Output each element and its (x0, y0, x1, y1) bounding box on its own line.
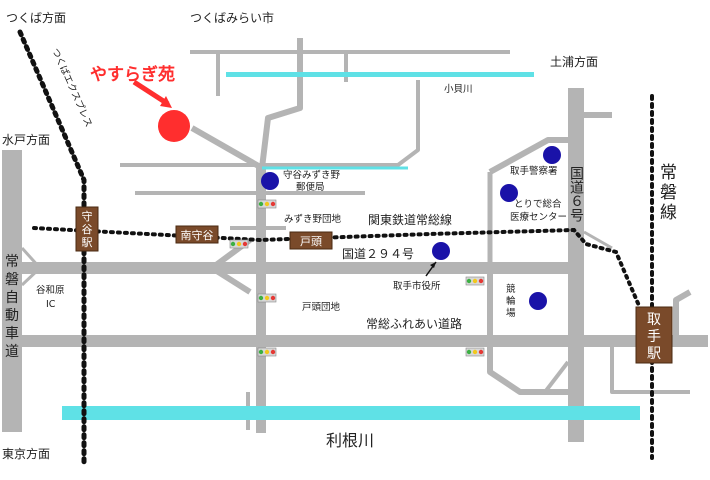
city-hall-pointer-head (430, 262, 436, 268)
landmarks (261, 146, 561, 310)
route6-road (568, 88, 584, 442)
police-label: 取手警察署 (510, 165, 558, 177)
keirinjo-label-3: 場 (506, 307, 516, 319)
traffic-signal-icon (257, 293, 277, 303)
road-network (2, 38, 708, 442)
mizukino-danchi-label: みずき野団地 (284, 213, 342, 225)
route294-road (22, 262, 568, 274)
tone-river-label: 利根川 (326, 431, 374, 450)
destination-label: やすらぎ苑 (90, 64, 175, 85)
tsukuba-express-line (17, 29, 87, 465)
toride-station: 取 手 駅 (635, 306, 673, 364)
expressway-label-2: 磐 (5, 272, 19, 288)
destination-marker (158, 110, 190, 142)
post-office-label-2: 郵便局 (296, 181, 325, 193)
toride-station-label-3: 駅 (647, 346, 661, 362)
kokai-river-label: 小貝川 (444, 84, 473, 95)
traffic-signal-icon (465, 347, 485, 357)
top-vertical-road (259, 38, 303, 169)
expressway-label-1: 常 (5, 254, 19, 270)
east-ne-road (673, 289, 692, 338)
railways (17, 29, 654, 465)
togashira-label: 戸頭 (300, 235, 322, 248)
direction-mito: 水戸方面 (2, 132, 50, 147)
city-hall-marker (432, 242, 450, 260)
destination-arrow-head (160, 96, 172, 108)
traffic-signal-icon (257, 347, 277, 357)
toride-station-label-1: 取 (647, 312, 661, 328)
yawara-ic-label-2: IC (46, 299, 56, 310)
route6-label-1: 国道６号 (568, 166, 584, 222)
moriya-station-label-3: 駅 (82, 236, 93, 249)
togashira-station: 戸頭 (289, 231, 333, 250)
south-diagonal-road (543, 360, 570, 394)
minami-moriya-label: 南守谷 (181, 228, 214, 242)
tsukubamirai-label: つくばみらい市 (190, 10, 274, 25)
east-frontage-road (610, 338, 690, 394)
keirinjo-label-2: 輪 (506, 295, 516, 307)
map-labels: つくば方面 土浦方面 水戸方面 東京方面 つくばみらい市 小貝川 利根川 つくば… (2, 10, 677, 461)
toride-station-label-2: 手 (647, 329, 661, 345)
rivers (62, 72, 640, 420)
destination-access-road (190, 125, 264, 171)
post-office-marker (261, 172, 279, 190)
kanto-joso-line (32, 226, 642, 310)
kokai-river (226, 72, 534, 77)
destination: やすらぎ苑 (90, 64, 190, 142)
expressway-label-5: 車 (5, 325, 19, 342)
minami-moriya-station: 南守谷 (175, 225, 219, 244)
stations: 守 谷 駅 南守谷 戸頭 取 手 駅 (75, 206, 673, 364)
mizukino-road-c (120, 80, 420, 167)
destination-arrow (132, 79, 170, 107)
diagonal-road-upper (488, 137, 568, 175)
medical-center-label-2: 医療センター (510, 211, 567, 223)
traffic-signal-icon (229, 239, 249, 249)
post-office-label-1: 守谷みずき野 (283, 169, 341, 181)
traffic-signals (229, 199, 485, 357)
kanto-joso-label: 関東鉄道常総線 (368, 212, 452, 227)
moriya-station-label-1: 守 (82, 209, 93, 223)
moriya-station: 守 谷 駅 (75, 206, 99, 252)
togashira-danchi-label: 戸頭団地 (302, 301, 341, 313)
medical-center-label-1: とりで総合 (514, 198, 562, 210)
keirinjo-road (487, 274, 568, 395)
east-road-link (583, 230, 613, 250)
medical-center-marker (500, 184, 518, 202)
expressway-label-6: 道 (5, 344, 19, 360)
direction-tokyo: 東京方面 (2, 446, 50, 461)
moriya-station-label-2: 谷 (82, 223, 93, 236)
keirinjo-label-1: 競 (506, 283, 516, 295)
joban-line-label-2: 磐 (660, 183, 677, 203)
direction-tsuchiura: 土浦方面 (550, 54, 598, 69)
route294-label: 国道２９４号 (342, 247, 414, 261)
expressway-label-3: 自 (5, 290, 19, 306)
tone-river (62, 406, 640, 420)
joso-fureai-road (22, 335, 708, 347)
joban-expressway-road (2, 150, 22, 432)
keirinjo-marker (529, 292, 547, 310)
joban-line-label-3: 線 (660, 203, 677, 223)
expressway-label-4: 動 (5, 308, 19, 324)
joso-fureai-label: 常総ふれあい道路 (366, 316, 462, 331)
joban-line-label-1: 常 (660, 163, 677, 183)
police-marker (543, 146, 561, 164)
direction-tsukuba: つくば方面 (6, 10, 66, 25)
yawara-ic-label-1: 谷和原 (36, 285, 65, 296)
traffic-signal-icon (257, 199, 277, 209)
traffic-signal-icon (465, 276, 485, 286)
ic-ramp (20, 246, 42, 287)
city-hall-label: 取手市役所 (393, 280, 441, 292)
